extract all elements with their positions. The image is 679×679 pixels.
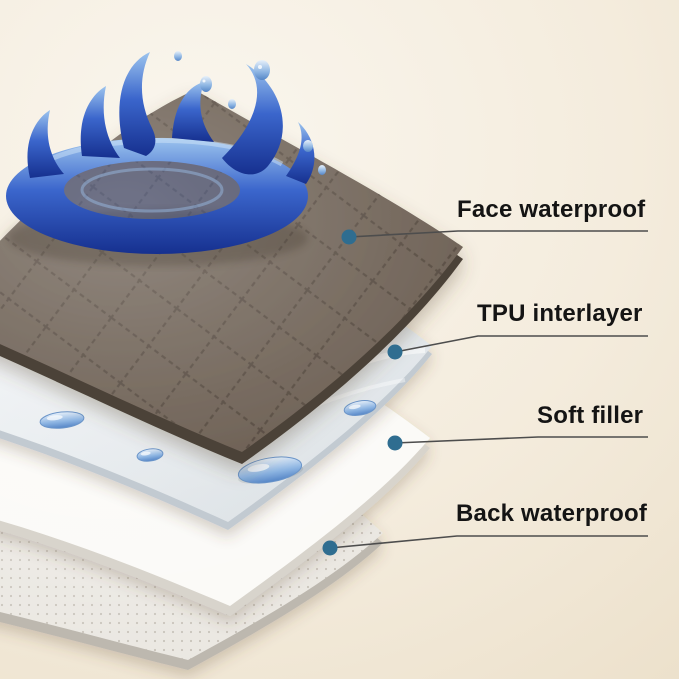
label-tpu-interlayer: TPU interlayer [477, 300, 643, 327]
callout-dot-face [341, 229, 357, 245]
water-splash [6, 51, 326, 266]
callout-line-tpu [394, 335, 648, 353]
label-back-waterproof: Back waterproof [456, 500, 648, 527]
callout-dots [322, 229, 403, 556]
callout-dot-filler [387, 435, 403, 451]
water-droplets [39, 400, 377, 484]
callout-lines [329, 230, 648, 549]
label-face-waterproof: Face waterproof [457, 196, 646, 223]
callout-line-back [329, 535, 648, 549]
label-soft-filler: Soft filler [537, 402, 644, 429]
callout-line-filler [394, 436, 648, 444]
callout-dot-tpu [387, 344, 403, 360]
callout-line-face [348, 230, 648, 238]
callout-dot-back [322, 540, 338, 556]
